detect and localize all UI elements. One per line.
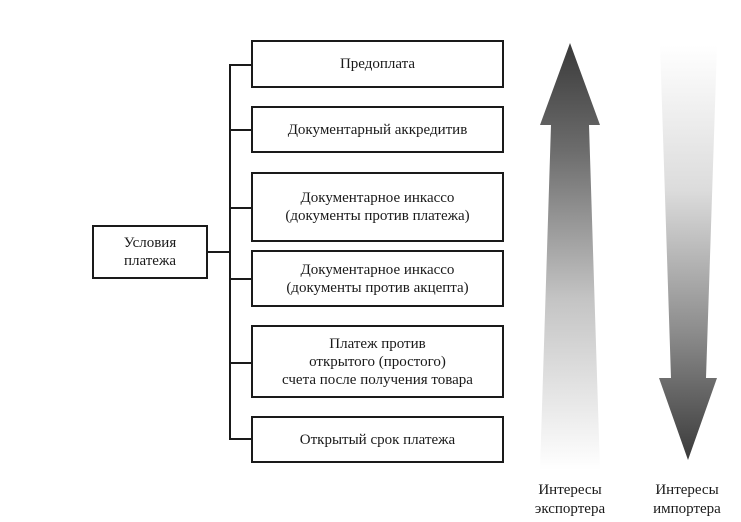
term-label: Предоплата (339, 56, 416, 72)
term-prepayment-box: Предоплата (251, 40, 504, 88)
term-label: Открытый срок платежа (299, 431, 456, 448)
term-label: Документарное инкассо (документы против … (286, 261, 469, 296)
branch-connector (229, 278, 251, 280)
term-open-account-box: Платеж против открытого (простого) счета… (251, 325, 504, 398)
branch-connector (229, 438, 251, 440)
term-documentary-credit-box: Документарный аккредитив (251, 106, 504, 153)
exporter-interest-caption: Интересы экспортера (534, 482, 606, 517)
importer-interest-arrow-down (659, 45, 717, 460)
term-label: Документарное инкассо (документы против … (285, 190, 470, 224)
term-label: Платеж против открытого (простого) счета… (282, 335, 473, 388)
term-documentary-collection-acceptance-box: Документарное инкассо (документы против … (251, 250, 504, 307)
branch-connector (229, 64, 251, 66)
branch-connector (229, 362, 251, 364)
branch-connector (229, 207, 251, 209)
trunk-line (229, 64, 231, 440)
exporter-interest-arrow-up (540, 43, 600, 470)
branch-connector (229, 129, 251, 131)
root-connector (208, 251, 230, 253)
term-documentary-collection-payment-box: Документарное инкассо (документы против … (251, 172, 504, 242)
term-open-payment-box: Открытый срок платежа (251, 416, 504, 463)
payment-terms-root-box: Условия платежа (92, 225, 208, 279)
term-label: Документарный аккредитив (287, 121, 468, 138)
importer-interest-caption: Интересы импортера (653, 482, 721, 517)
payment-terms-root-label: Условия платежа (123, 235, 177, 269)
